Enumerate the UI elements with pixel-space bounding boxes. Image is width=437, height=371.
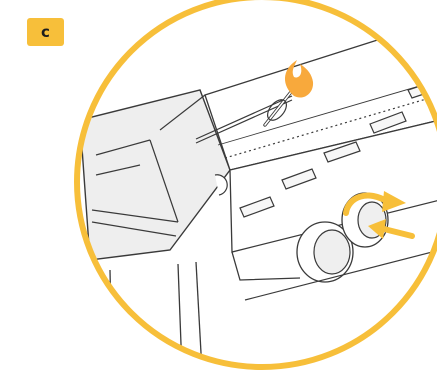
magnified-view	[60, 0, 437, 371]
